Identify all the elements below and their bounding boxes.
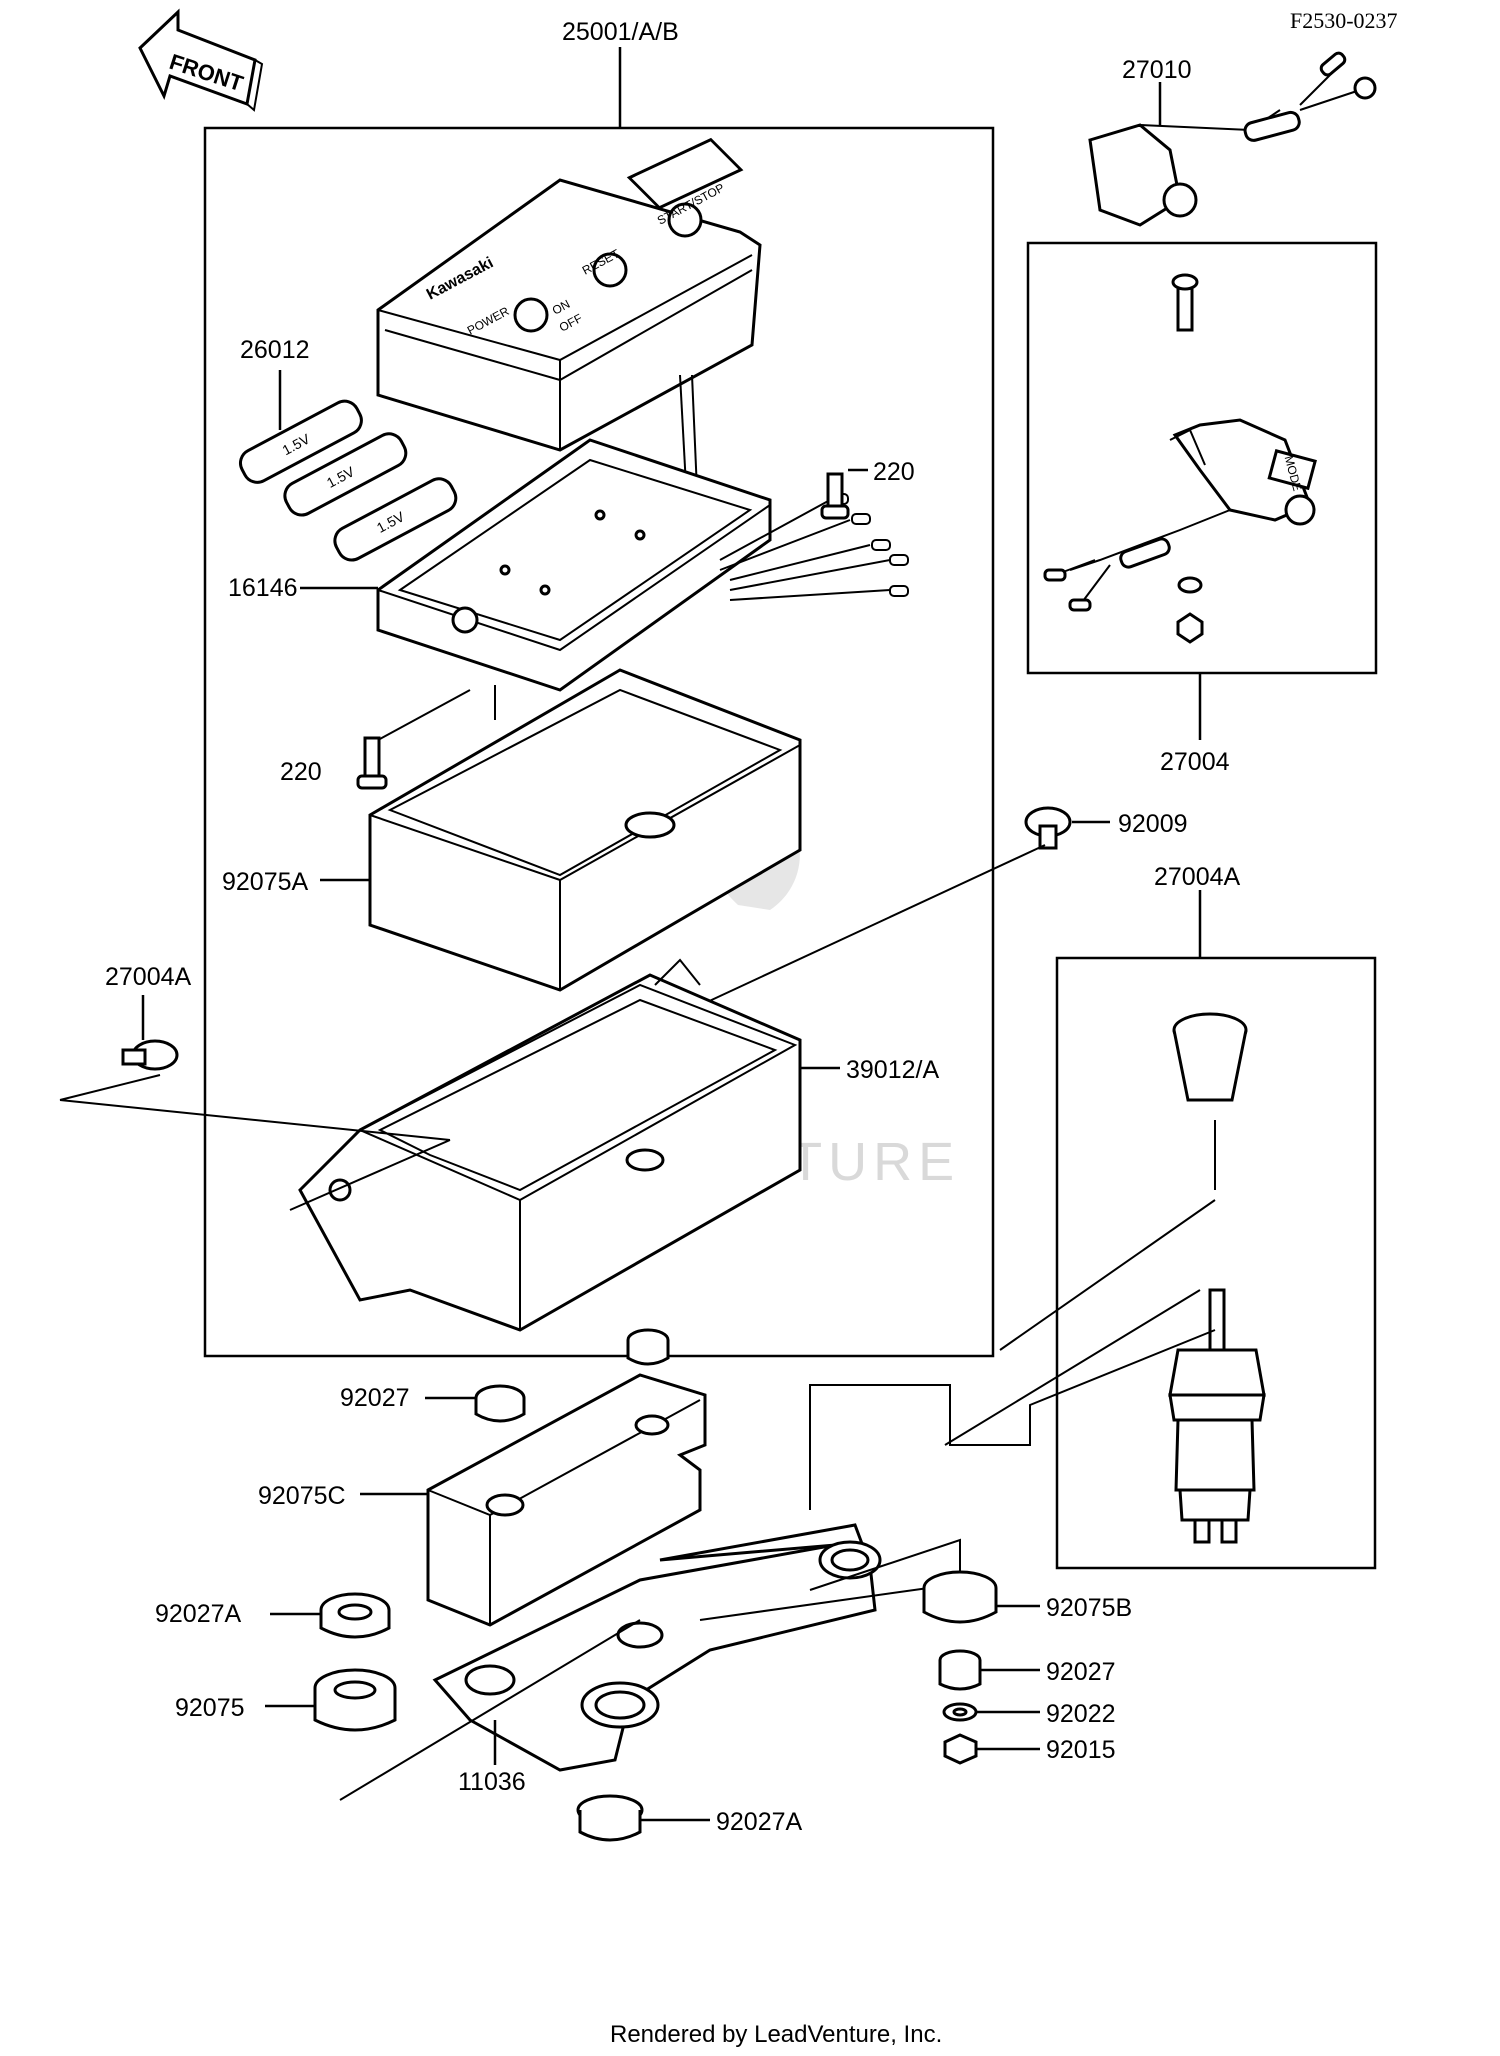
label-220-bottom: 220 xyxy=(280,758,322,786)
label-25001: 25001/A/B xyxy=(562,18,679,46)
batteries-26012: 1.5V 1.5V 1.5V xyxy=(239,399,458,562)
screw-92009-right xyxy=(1024,806,1072,850)
label-92009-right: 92009 xyxy=(1118,810,1188,838)
tray-39012 xyxy=(298,958,802,1332)
grommet-92027a-left xyxy=(319,1592,391,1639)
grommet-92027-top xyxy=(626,1328,670,1366)
label-92075: 92075 xyxy=(175,1694,245,1722)
grommet-92075b xyxy=(922,1570,998,1624)
label-92009-left: 27004A xyxy=(105,963,192,991)
switch-box-27004 xyxy=(1026,241,1378,675)
footer-credit: Rendered by LeadVenture, Inc. xyxy=(610,2021,942,2048)
switch-27004a xyxy=(944,1012,1266,1544)
grommet-92027-left xyxy=(474,1384,526,1423)
label-16146: 16146 xyxy=(228,574,298,602)
label-27010: 27010 xyxy=(1122,56,1192,84)
label-92027-right: 92027 xyxy=(1046,1658,1116,1686)
grommet-92027a-bottom xyxy=(576,1794,644,1842)
collar-92027-right xyxy=(938,1649,982,1691)
label-92027a-left: 92027A xyxy=(155,1600,242,1628)
label-92075b: 92075B xyxy=(1046,1594,1132,1622)
switch-27010 xyxy=(1088,51,1377,227)
label-92015: 92015 xyxy=(1046,1736,1116,1764)
base-16146 xyxy=(376,438,772,720)
nut-92015 xyxy=(943,1733,978,1765)
label-27004: 27004 xyxy=(1160,748,1230,776)
assembly-frame xyxy=(203,126,995,1358)
label-11036: 11036 xyxy=(458,1768,526,1796)
label-92027-left: 92027 xyxy=(340,1384,410,1412)
front-arrow-icon: FRONT xyxy=(138,8,264,112)
label-220-top: 220 xyxy=(873,458,915,486)
label-26012: 26012 xyxy=(240,336,310,364)
grommet-92075 xyxy=(313,1668,397,1732)
label-92075c: 92075C xyxy=(258,1482,346,1510)
meter-head: Kawasaki POWER ON OFF RESET START/STOP xyxy=(376,137,762,452)
label-92022: 92022 xyxy=(1046,1700,1116,1728)
washer-92022 xyxy=(942,1702,978,1722)
screw-220-bottom xyxy=(356,736,388,790)
screw-220-top xyxy=(820,472,850,520)
bracket-11036 xyxy=(432,1523,882,1772)
diagram-code: F2530-0237 xyxy=(1290,8,1398,33)
label-92027a-bottom: 92027A xyxy=(716,1808,803,1836)
screw-92009-left xyxy=(121,1039,179,1071)
switch-box-27004a xyxy=(1055,956,1377,1570)
label-39012: 39012/A xyxy=(846,1056,939,1084)
label-92075a: 92075A xyxy=(222,868,309,896)
switch-27004: MODE xyxy=(1043,273,1317,644)
label-27004a: 27004A xyxy=(1154,863,1241,891)
pad-92075c xyxy=(426,1373,707,1627)
case-92075a xyxy=(368,668,802,992)
